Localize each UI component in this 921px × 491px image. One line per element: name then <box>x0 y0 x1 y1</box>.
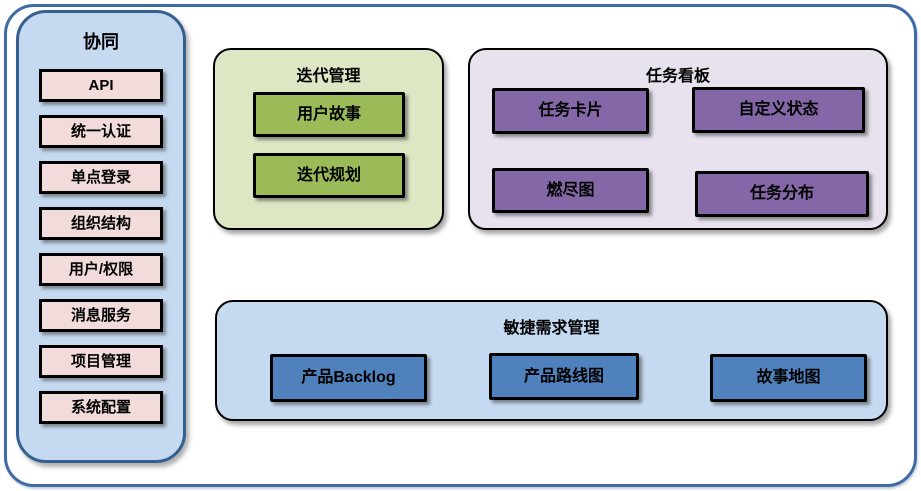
item-burndown-chart: 燃尽图 <box>492 168 649 213</box>
panel-agile-title: 敏捷需求管理 <box>503 320 600 337</box>
item-user-story: 用户故事 <box>253 92 405 137</box>
sidebar-item-sso: 单点登录 <box>39 161 163 194</box>
item-iteration-planning: 迭代规划 <box>253 153 405 198</box>
sidebar-collaboration: 协同 API 统一认证 单点登录 组织结构 用户/权限 消息服务 项目管理 系统… <box>16 10 186 463</box>
sidebar-item-system-config: 系统配置 <box>39 391 163 424</box>
sidebar-item-org-structure: 组织结构 <box>39 207 163 240</box>
item-story-map: 故事地图 <box>710 354 867 402</box>
item-task-card: 任务卡片 <box>492 88 649 134</box>
sidebar-item-user-permissions: 用户/权限 <box>39 253 163 286</box>
panel-agile-requirements: 敏捷需求管理 产品Backlog 产品路线图 故事地图 <box>215 300 888 421</box>
panel-task-board: 任务看板 任务卡片 自定义状态 燃尽图 任务分布 <box>468 48 888 230</box>
sidebar-title: 协同 <box>83 32 119 52</box>
sidebar-item-project-management: 项目管理 <box>39 345 163 378</box>
sidebar-item-api: API <box>39 69 163 102</box>
panel-iteration-title: 迭代管理 <box>296 68 361 85</box>
panel-iteration-management: 迭代管理 用户故事 迭代规划 <box>213 48 444 230</box>
panel-task-board-title: 任务看板 <box>645 68 710 85</box>
sidebar-item-list: API 统一认证 单点登录 组织结构 用户/权限 消息服务 项目管理 系统配置 <box>19 69 183 424</box>
item-custom-status: 自定义状态 <box>692 87 865 133</box>
sidebar-item-unified-auth: 统一认证 <box>39 115 163 148</box>
item-product-backlog: 产品Backlog <box>270 354 427 402</box>
item-product-roadmap: 产品路线图 <box>489 353 639 400</box>
sidebar-item-message-service: 消息服务 <box>39 299 163 332</box>
item-task-distribution: 任务分布 <box>695 171 869 217</box>
